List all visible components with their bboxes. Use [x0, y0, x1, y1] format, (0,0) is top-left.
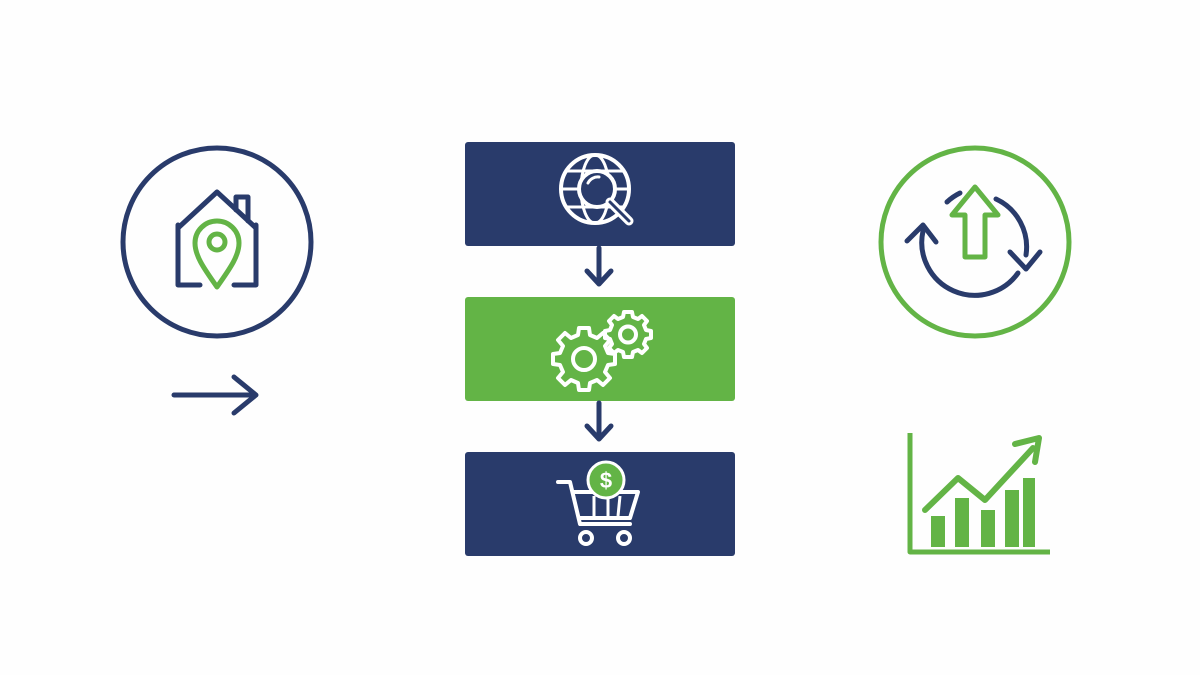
refresh-growth-circle: [878, 145, 1072, 339]
growth-chart-icon-wrap: [905, 430, 1055, 558]
bar-chart-trend-up-icon: [907, 433, 1050, 555]
global-search-icon: [559, 153, 634, 226]
arrow-right-icon: [171, 374, 259, 416]
home-location-pin-icon: [120, 145, 314, 339]
refresh-growth-arrow-icon: [878, 145, 1072, 339]
flow-step-process: [465, 297, 735, 401]
connector-arrow-1: [584, 245, 614, 288]
flow-step-purchase: $: [465, 452, 735, 556]
home-location-circle: [120, 145, 314, 339]
svg-text:$: $: [600, 468, 612, 493]
gears-icon: [551, 310, 653, 392]
arrow-down-icon: [584, 245, 614, 287]
flow-step-search: [465, 142, 735, 246]
shopping-cart-dollar-icon: $: [556, 460, 640, 546]
arrow-right: [170, 374, 262, 416]
connector-arrow-2: [584, 400, 614, 443]
arrow-down-icon: [584, 400, 614, 442]
